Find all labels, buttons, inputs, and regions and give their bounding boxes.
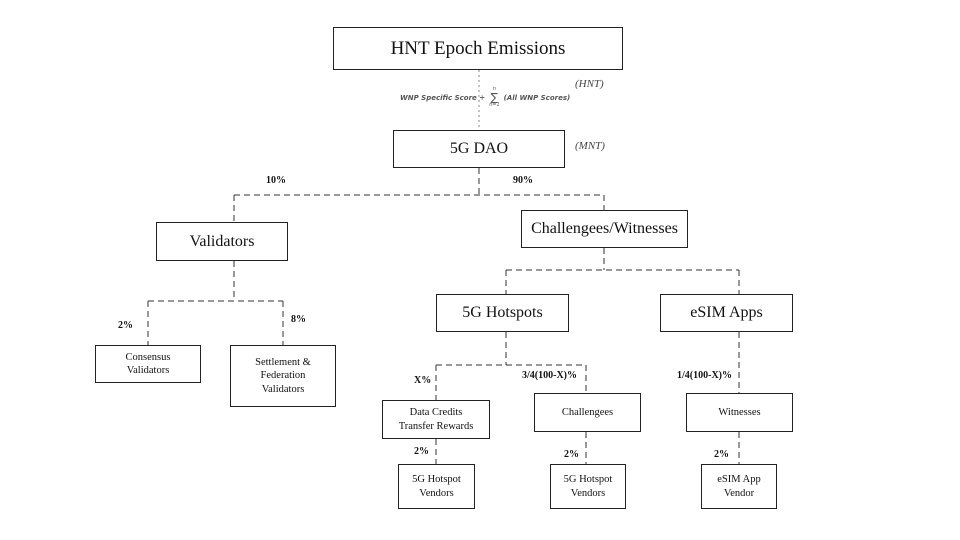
- 5g-dao-box: 5G DAO: [393, 130, 565, 168]
- hnt-epoch-emissions-box: HNT Epoch Emissions: [333, 27, 623, 70]
- pct-2-vendor-2: 2%: [564, 449, 579, 460]
- challengees-box: Challengees: [534, 393, 641, 432]
- validators-box: Validators: [156, 222, 288, 261]
- pct-three-quarters: 3/4(100-X)%: [522, 370, 577, 381]
- esim-apps-box: eSIM Apps: [660, 294, 793, 332]
- pct-2-vendor-3: 2%: [714, 449, 729, 460]
- pct-one-quarter: 1/4(100-X)%: [677, 370, 732, 381]
- pct-90: 90%: [513, 175, 533, 186]
- data-credits-transfer-rewards-box: Data Credits Transfer Rewards: [382, 400, 490, 439]
- hnt-unit-label: (HNT): [575, 78, 604, 90]
- vendor-branch-lines: [435, 432, 740, 464]
- formula-left: WNP Specific Score ÷: [400, 93, 486, 102]
- sigma-lower: n=1: [489, 102, 500, 108]
- pct-8-settlement: 8%: [291, 314, 306, 325]
- hotspots-branch-lines: [435, 332, 587, 400]
- witnesses-box: Witnesses: [686, 393, 793, 432]
- dao-branch-lines: [233, 168, 605, 222]
- settlement-federation-validators-box: Settlement & Federation Validators: [230, 345, 336, 407]
- pct-2-vendor-1: 2%: [414, 446, 429, 457]
- 5g-hotspot-vendors-box-1: 5G Hotspot Vendors: [398, 464, 475, 509]
- sigma-upper: n: [492, 86, 496, 92]
- sigma-symbol: n ∑ n=1: [489, 87, 500, 108]
- validators-branch-lines: [147, 261, 284, 345]
- 5g-hotspots-box: 5G Hotspots: [436, 294, 569, 332]
- challengees-witnesses-box: Challengees/Witnesses: [521, 210, 688, 248]
- pct-10: 10%: [266, 175, 286, 186]
- esim-app-vendor-box: eSIM App Vendor: [701, 464, 777, 509]
- formula-right: (All WNP Scores): [503, 93, 571, 102]
- pct-x: X%: [414, 375, 432, 386]
- 5g-hotspot-vendors-box-2: 5G Hotspot Vendors: [550, 464, 626, 509]
- sigma-glyph: ∑: [490, 91, 499, 104]
- cw-branch-lines: [505, 248, 740, 294]
- emission-formula: WNP Specific Score ÷ n ∑ n=1 (All WNP Sc…: [400, 87, 570, 108]
- pct-2-consensus: 2%: [118, 320, 133, 331]
- mnt-unit-label: (MNT): [575, 140, 605, 152]
- consensus-validators-box: Consensus Validators: [95, 345, 201, 383]
